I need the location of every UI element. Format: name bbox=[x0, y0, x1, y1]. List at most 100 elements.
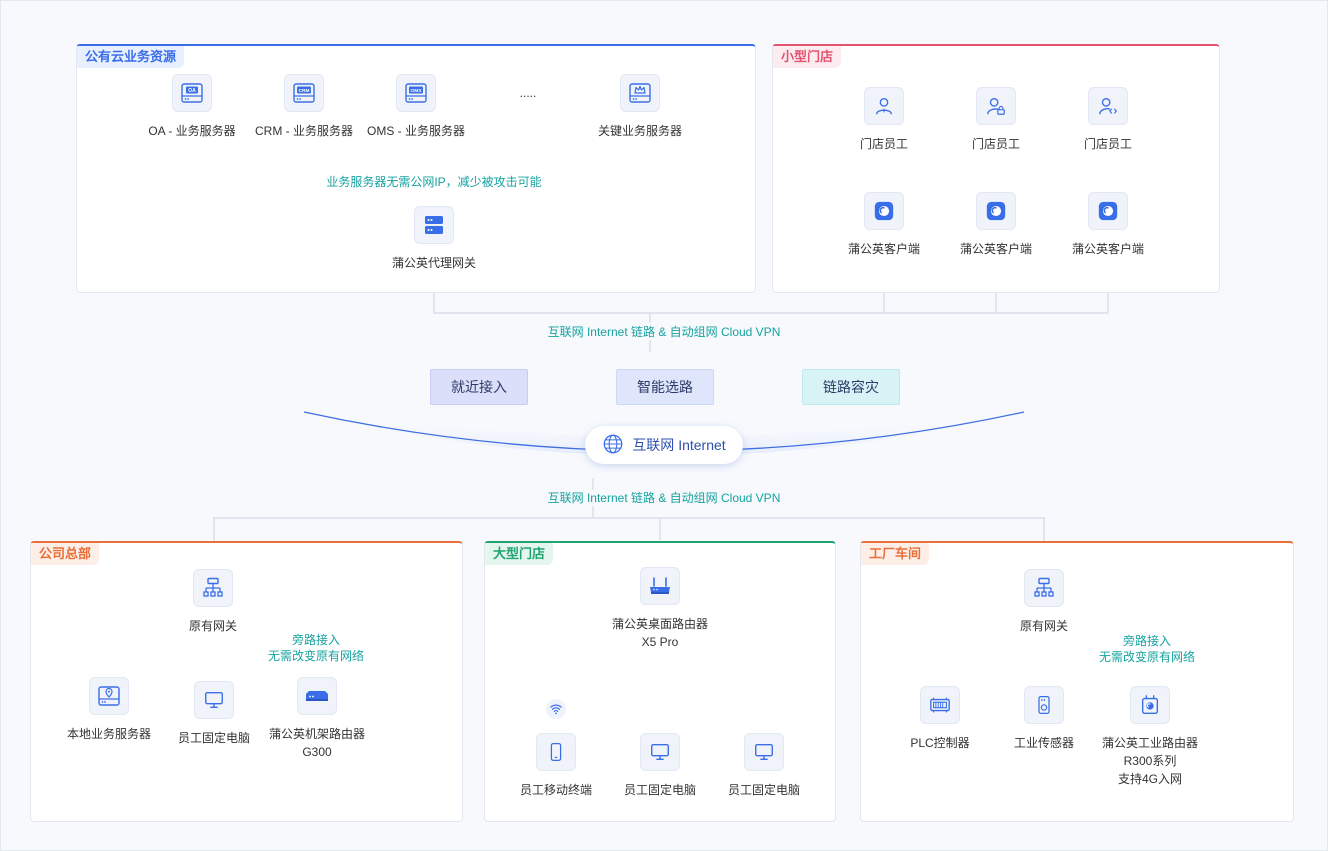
store-employee-label: 门店员工 bbox=[1083, 137, 1132, 151]
store-employee-node[interactable]: 门店员工 bbox=[916, 87, 1076, 153]
more-servers-ellipsis: ..... bbox=[448, 84, 608, 102]
key-server-node[interactable]: 关键业务服务器 bbox=[560, 74, 720, 140]
store-employee-node[interactable]: 门店员工 bbox=[1028, 87, 1188, 153]
feature-smart-routing: 智能选路 bbox=[616, 369, 714, 405]
oa-server-node[interactable]: OA OA - 业务服务器 bbox=[112, 74, 272, 140]
large-desktop-node[interactable]: 员工固定电脑 bbox=[580, 733, 740, 799]
server-icon-text: OA bbox=[188, 88, 196, 94]
pgy-client-node[interactable]: 蒲公英客户端 bbox=[916, 192, 1076, 258]
pgy-client-icon bbox=[976, 192, 1016, 230]
gateway-server-icon bbox=[414, 206, 454, 244]
store-employee-node[interactable]: 门店员工 bbox=[804, 87, 964, 153]
industrial-router-4g: 支持4G入网 bbox=[1117, 772, 1182, 786]
pgy-client-node[interactable]: 蒲公英客户端 bbox=[804, 192, 964, 258]
ellipsis-label: ..... bbox=[519, 86, 537, 100]
internet-globe-badge: 互联网 Internet bbox=[585, 426, 743, 464]
hq-bypass-note-line1: 旁路接入 bbox=[291, 633, 340, 647]
crm-server-label: CRM - 业务服务器 bbox=[255, 124, 353, 138]
pgy-client-label: 蒲公英客户端 bbox=[959, 242, 1032, 256]
vpn-link-label-bottom: 互联网 Internet 链路 & 自动组网 Cloud VPN bbox=[547, 491, 781, 505]
employee-user-icon bbox=[864, 87, 904, 125]
industrial-router-node[interactable]: 蒲公英工业路由器 R300系列 支持4G入网 bbox=[1070, 686, 1230, 788]
hq-bypass-note-line2: 无需改变原有网络 bbox=[267, 649, 364, 663]
employee-code-icon bbox=[1088, 87, 1128, 125]
desktop-monitor-icon bbox=[194, 681, 234, 719]
hq-desktop-node[interactable]: 员工固定电脑 bbox=[134, 681, 294, 747]
server-icon-text: OMS bbox=[411, 88, 423, 94]
local-server-label: 本地业务服务器 bbox=[66, 727, 151, 741]
factory-bypass-note: 旁路接入 无需改变原有网络 bbox=[1087, 633, 1207, 665]
panel-title-headquarters: 公司总部 bbox=[31, 543, 100, 565]
desktop-monitor-icon bbox=[744, 733, 784, 771]
panel-title-large-store: 大型门店 bbox=[485, 543, 554, 565]
mobile-terminal-node[interactable]: 员工移动终端 bbox=[476, 733, 636, 799]
hq-bypass-note: 旁路接入 无需改变原有网络 bbox=[256, 632, 376, 664]
no-public-ip-note: 业务服务器无需公网IP，减少被攻击可能 bbox=[326, 175, 542, 189]
feature-nearest-access: 就近接入 bbox=[430, 369, 528, 405]
rack-router-label: 蒲公英机架路由器 bbox=[268, 727, 365, 741]
pgy-client-icon bbox=[864, 192, 904, 230]
local-server-icon bbox=[89, 677, 129, 715]
desktop-monitor-icon bbox=[640, 733, 680, 771]
large-desktop-node[interactable]: 员工固定电脑 bbox=[684, 733, 844, 799]
key-server-label: 关键业务服务器 bbox=[597, 124, 682, 138]
proxy-gateway-node[interactable]: 蒲公英代理网关 bbox=[354, 206, 514, 272]
server-icon: OMS bbox=[396, 74, 436, 112]
panel-title-factory: 工厂车间 bbox=[861, 543, 930, 565]
store-employee-label: 门店员工 bbox=[859, 137, 908, 151]
industrial-sensor-node[interactable]: 工业传感器 bbox=[964, 686, 1124, 752]
panel-small-store: 小型门店 bbox=[772, 44, 1220, 293]
network-gateway-icon bbox=[1024, 569, 1064, 607]
hq-gateway-label: 原有网关 bbox=[188, 619, 237, 633]
oms-server-label: OMS - 业务服务器 bbox=[367, 124, 465, 138]
server-icon-text: CRM bbox=[299, 88, 310, 94]
mobile-terminal-label: 员工移动终端 bbox=[519, 783, 592, 797]
plc-controller-label: PLC控制器 bbox=[910, 736, 970, 750]
desktop-router-node[interactable]: 蒲公英桌面路由器 X5 Pro bbox=[580, 567, 740, 651]
server-icon: OA bbox=[172, 74, 212, 112]
local-server-node[interactable]: 本地业务服务器 bbox=[29, 677, 189, 743]
panel-factory: 工厂车间 bbox=[860, 541, 1294, 822]
mobile-phone-icon bbox=[536, 733, 576, 771]
desktop-router-model: X5 Pro bbox=[641, 635, 679, 649]
large-desktop-label: 员工固定电脑 bbox=[623, 783, 696, 797]
employee-lock-icon bbox=[976, 87, 1016, 125]
pgy-client-label: 蒲公英客户端 bbox=[1071, 242, 1144, 256]
oa-server-label: OA - 业务服务器 bbox=[148, 124, 236, 138]
oms-server-node[interactable]: OMS OMS - 业务服务器 bbox=[336, 74, 496, 140]
pgy-client-label: 蒲公英客户端 bbox=[847, 242, 920, 256]
hq-gateway-node[interactable]: 原有网关 bbox=[133, 569, 293, 635]
factory-gateway-label: 原有网关 bbox=[1019, 619, 1068, 633]
rack-router-icon bbox=[297, 677, 337, 715]
industrial-router-icon bbox=[1130, 686, 1170, 724]
globe-label: 互联网 Internet bbox=[632, 437, 726, 453]
plc-controller-icon bbox=[920, 686, 960, 724]
desktop-router-icon bbox=[640, 567, 680, 605]
factory-gateway-node[interactable]: 原有网关 bbox=[964, 569, 1124, 635]
factory-bypass-note-line2: 无需改变原有网络 bbox=[1098, 650, 1195, 664]
server-icon: CRM bbox=[284, 74, 324, 112]
desktop-router-label: 蒲公英桌面路由器 bbox=[611, 617, 708, 631]
rack-router-model: G300 bbox=[302, 745, 332, 759]
plc-controller-node[interactable]: PLC控制器 bbox=[860, 686, 1020, 752]
hq-desktop-label: 员工固定电脑 bbox=[177, 731, 250, 745]
vpn-link-label-top: 互联网 Internet 链路 & 自动组网 Cloud VPN bbox=[547, 325, 781, 339]
large-desktop-label: 员工固定电脑 bbox=[727, 783, 800, 797]
sensor-icon bbox=[1024, 686, 1064, 724]
crm-server-node[interactable]: CRM CRM - 业务服务器 bbox=[224, 74, 384, 140]
proxy-gateway-label: 蒲公英代理网关 bbox=[391, 256, 476, 270]
pgy-client-node[interactable]: 蒲公英客户端 bbox=[1028, 192, 1188, 258]
network-gateway-icon bbox=[193, 569, 233, 607]
factory-bypass-note-line1: 旁路接入 bbox=[1122, 634, 1171, 648]
rack-router-node[interactable]: 蒲公英机架路由器 G300 bbox=[237, 677, 397, 761]
pgy-client-icon bbox=[1088, 192, 1128, 230]
key-server-icon bbox=[620, 74, 660, 112]
industrial-router-series: R300系列 bbox=[1123, 754, 1177, 768]
industrial-sensor-label: 工业传感器 bbox=[1013, 736, 1074, 750]
panel-title-public-cloud: 公有云业务资源 bbox=[77, 46, 185, 68]
panel-title-small-store: 小型门店 bbox=[773, 46, 842, 68]
store-employee-label: 门店员工 bbox=[971, 137, 1020, 151]
globe-icon bbox=[602, 433, 624, 458]
feature-link-failover: 链路容灾 bbox=[802, 369, 900, 405]
industrial-router-label: 蒲公英工业路由器 bbox=[1101, 736, 1198, 750]
